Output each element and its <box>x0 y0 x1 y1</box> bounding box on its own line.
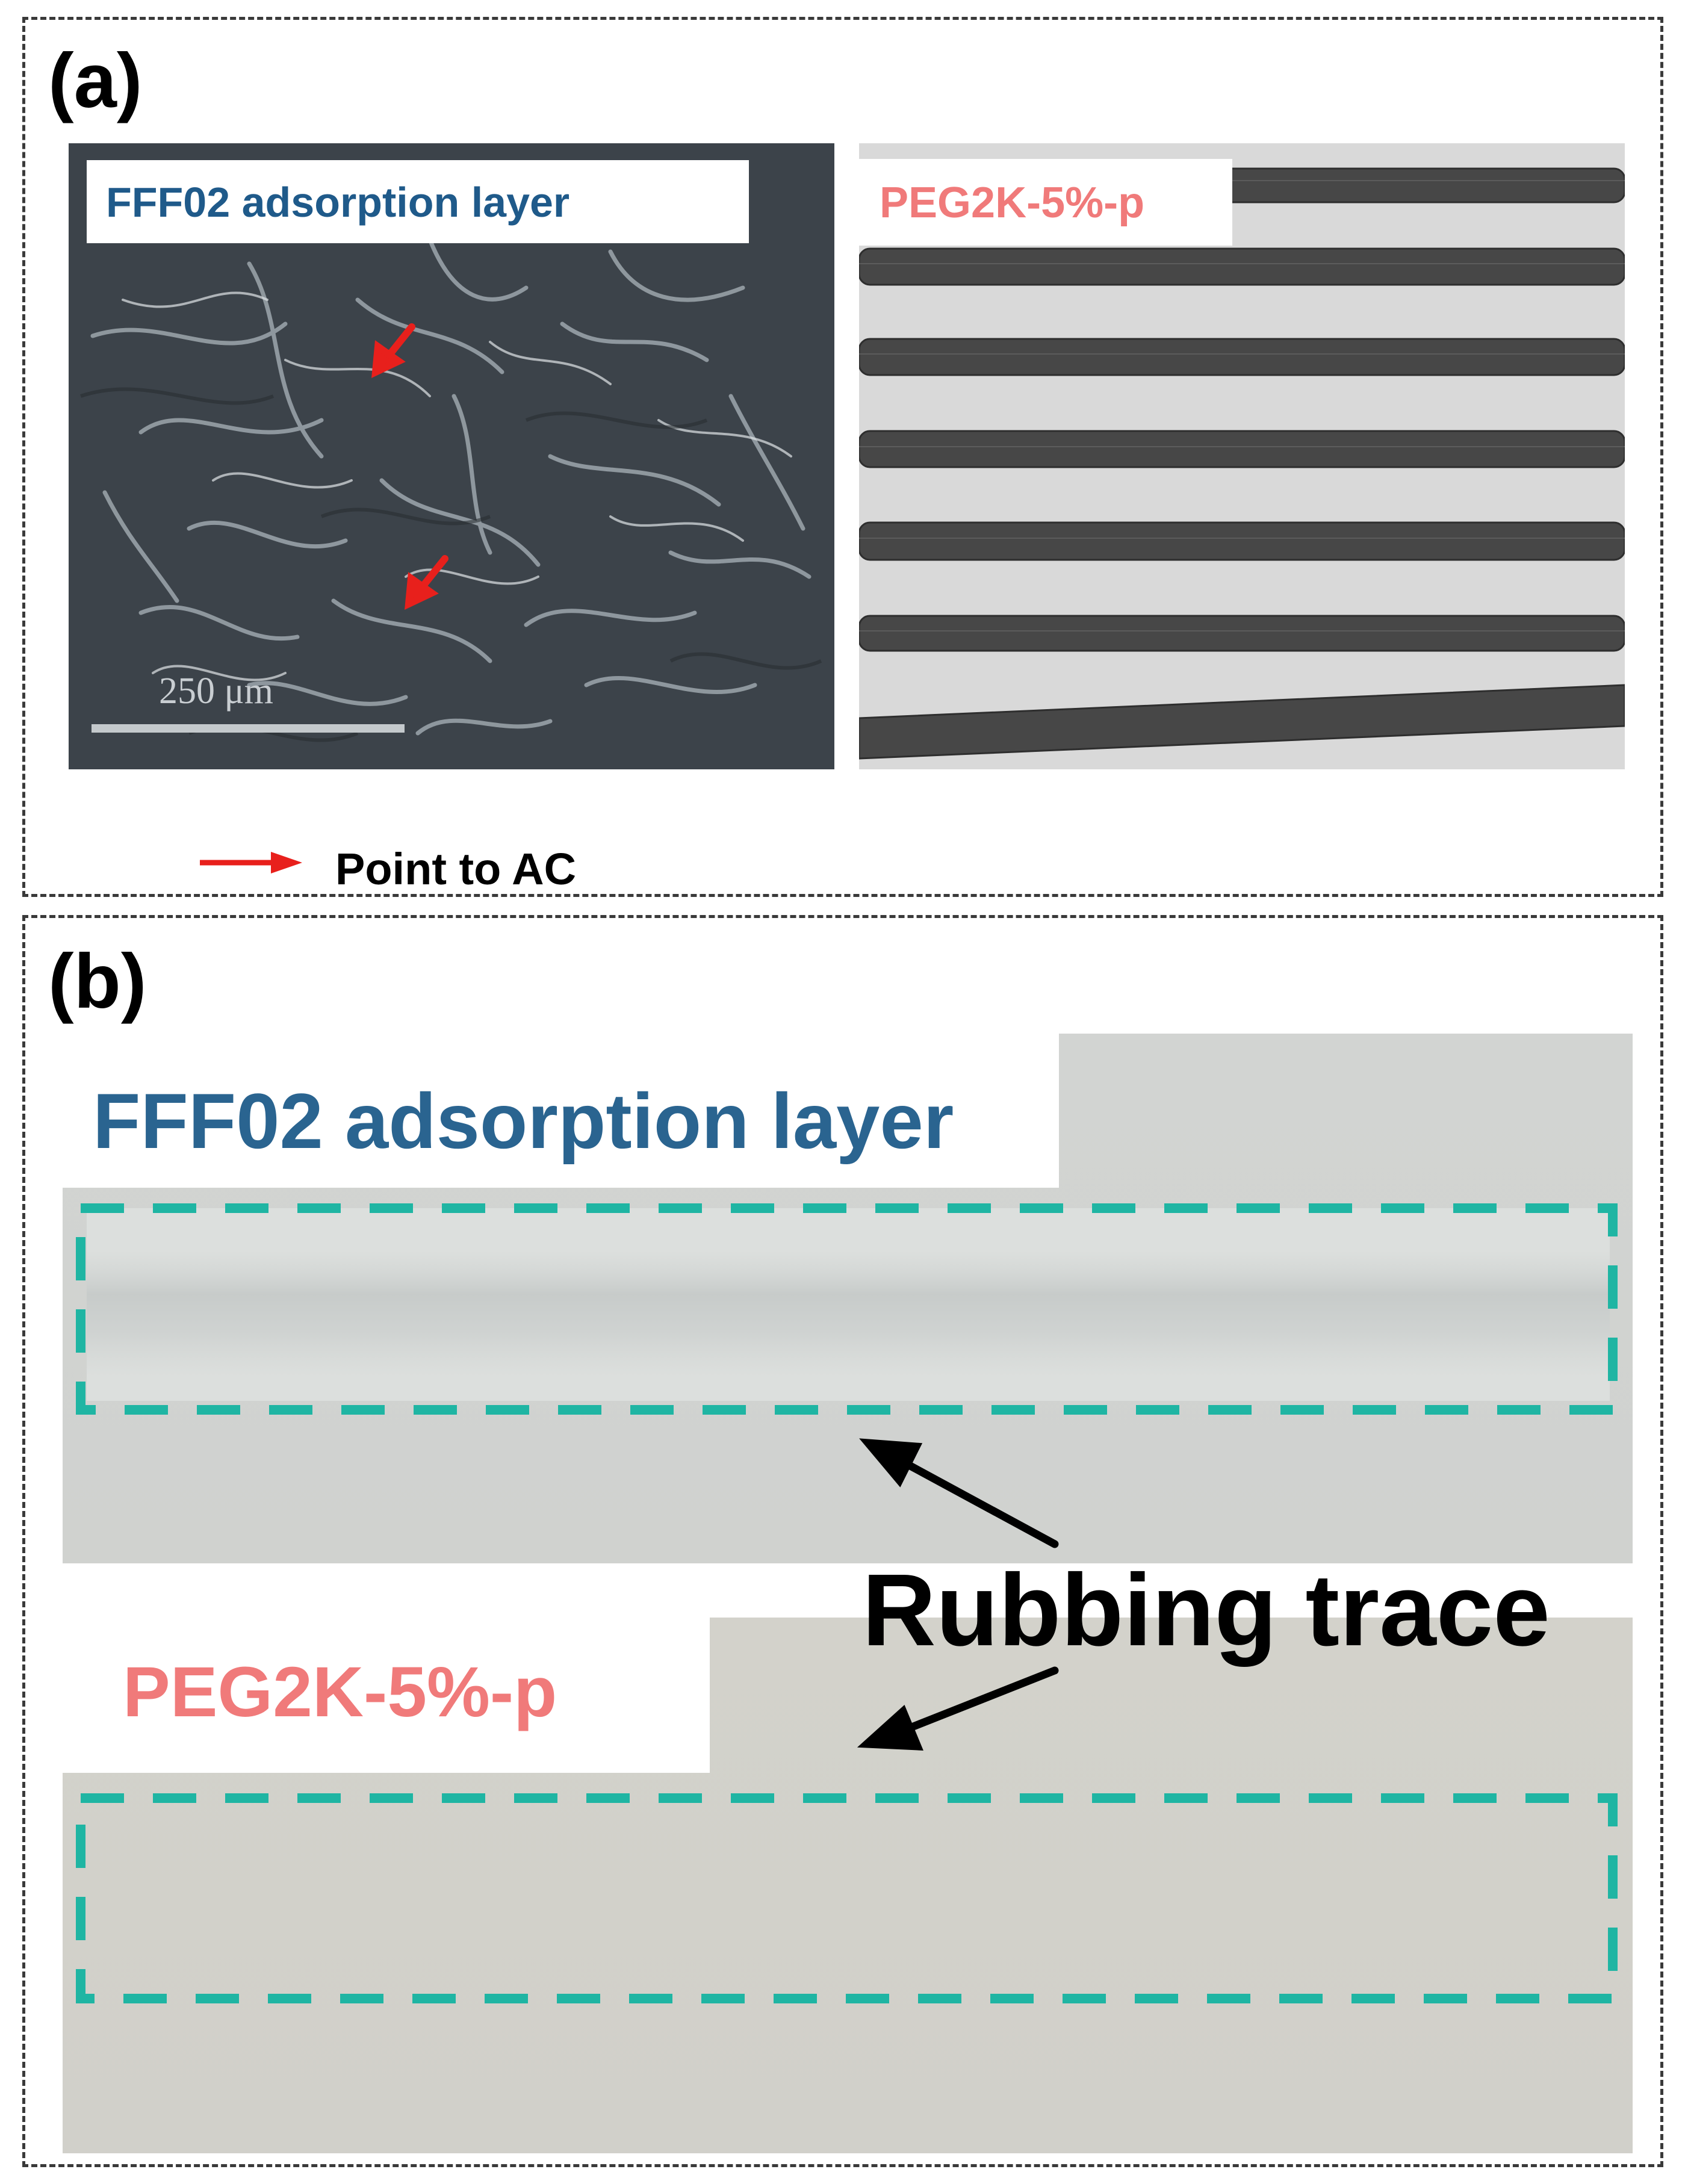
fff02-photo-caption: FFF02 adsorption layer <box>63 1034 1059 1188</box>
peg2k-rubbing-photo: PEG2K-5%-p <box>63 1618 1633 2153</box>
filament-line <box>859 338 1625 376</box>
panel-a-label: (a) <box>48 38 143 124</box>
panel-a: (a) <box>22 17 1663 897</box>
peg2k-micrograph: PEG2K-5%-p <box>859 143 1625 769</box>
fff02-micrograph: FFF02 adsorption layer 250 μm <box>69 143 834 769</box>
rubbing-trace-label: Rubbing trace <box>862 1553 1550 1667</box>
fff02-rubbing-photo: FFF02 adsorption layer <box>63 1034 1633 1563</box>
scale-bar-label: 250 μm <box>159 671 273 712</box>
rubbing-trace-top <box>76 1203 1618 1415</box>
peg2k-photo-caption: PEG2K-5%-p <box>63 1618 710 1773</box>
scale-bar <box>92 724 405 733</box>
arrow-to-top-trace <box>906 1462 1059 1548</box>
filament-line <box>859 521 1625 561</box>
filament-lines <box>859 167 1625 760</box>
panel-b: (b) FFF02 adsorption layer PEG2K-5%-p <box>22 915 1663 2167</box>
rubbing-trace-bottom <box>76 1793 1618 2003</box>
dashed-box-bottom <box>76 1793 1618 2003</box>
ac-arrow-1-head <box>371 340 406 378</box>
legend-arrow-icon <box>200 852 302 873</box>
arrow-to-bottom-trace <box>906 1666 1059 1732</box>
filament-line <box>859 615 1625 652</box>
peg2k-caption: PEG2K-5%-p <box>859 159 1232 246</box>
rubbing-trace-arrows <box>857 1438 1059 1751</box>
filament-line <box>859 247 1625 286</box>
ac-pointer-arrows <box>371 323 448 610</box>
legend-text: Point to AC <box>335 844 577 894</box>
ac-arrow-2-head <box>405 572 439 610</box>
panel-b-label: (b) <box>48 938 147 1025</box>
fiber-texture <box>80 237 822 742</box>
filament-line <box>859 430 1625 468</box>
fff02-caption: FFF02 adsorption layer <box>87 160 749 243</box>
filament-line <box>859 684 1625 760</box>
